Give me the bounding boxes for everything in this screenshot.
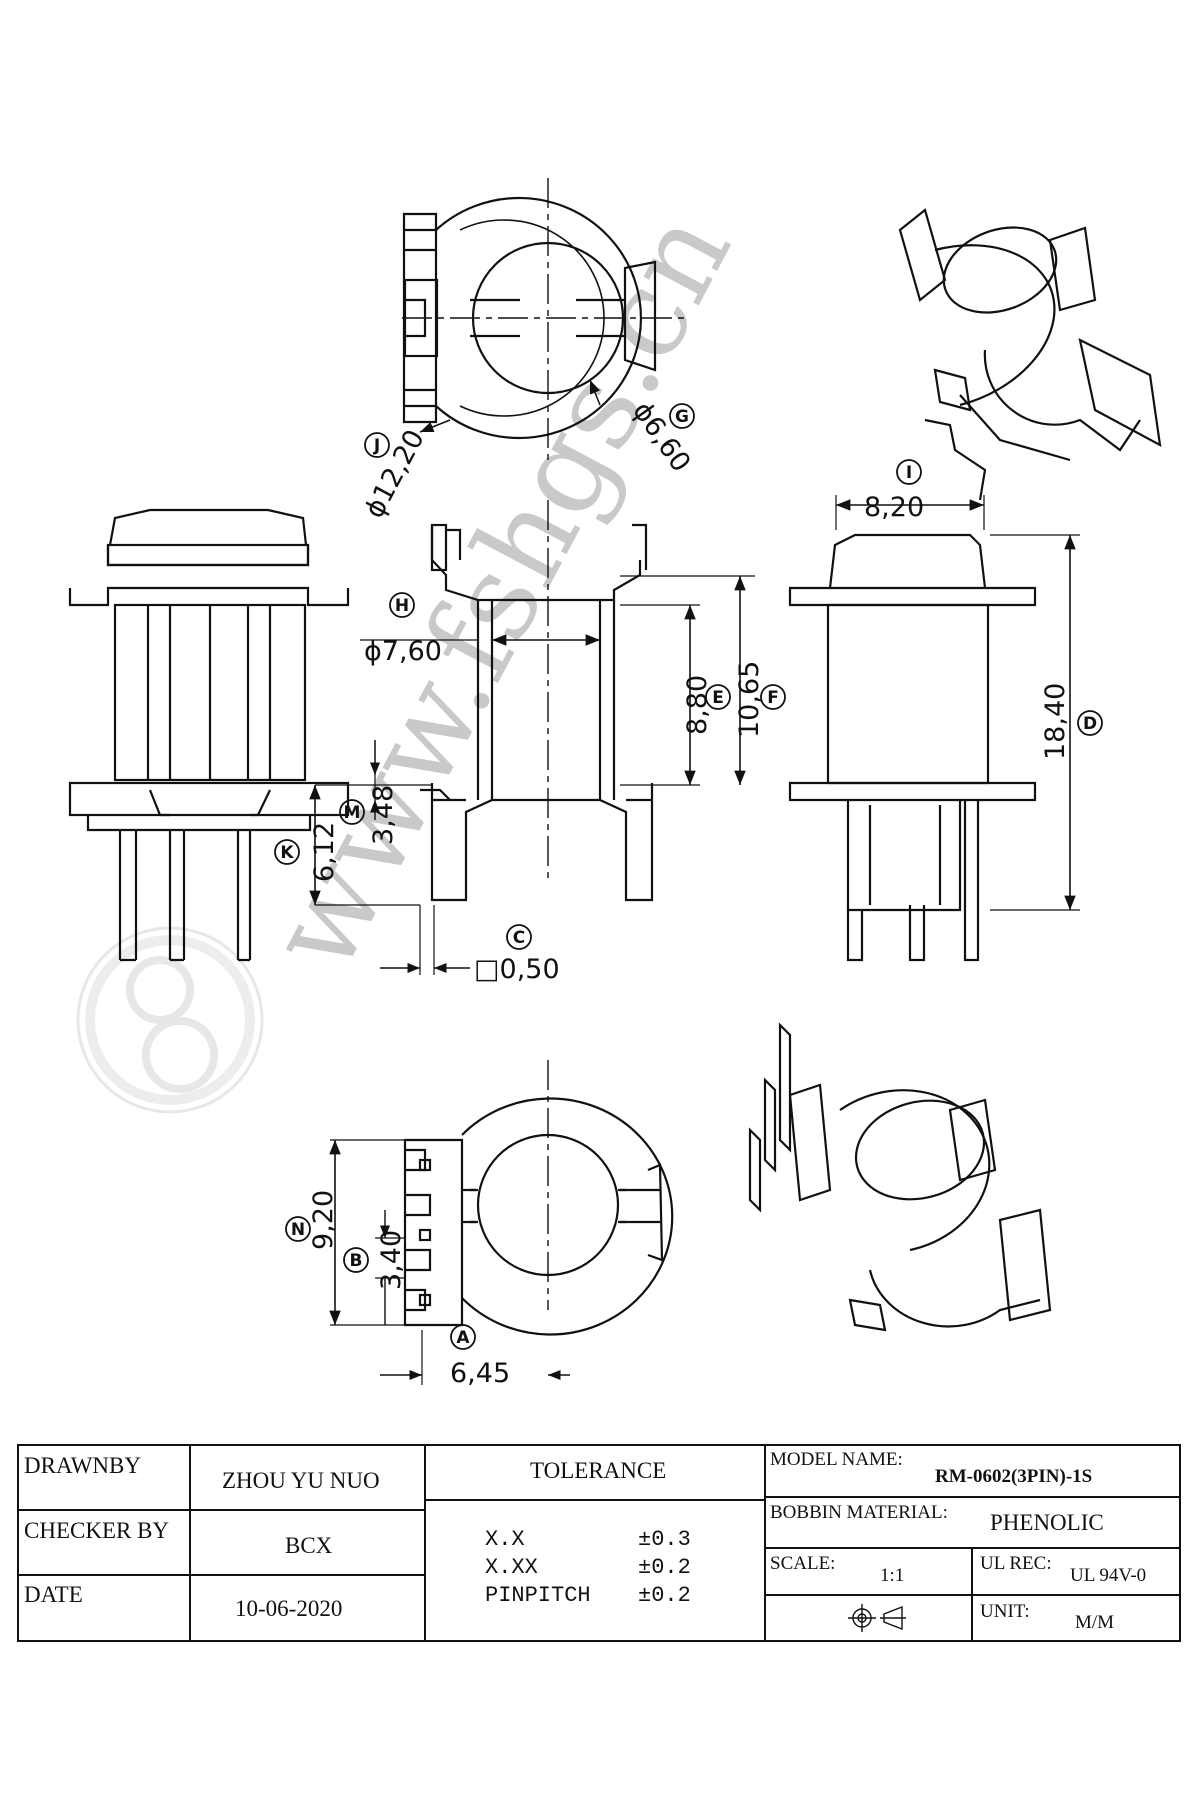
material-label: BOBBIN MATERIAL: bbox=[770, 1502, 948, 1523]
callout-letters: J G I H E F D M K C N B A bbox=[280, 407, 1097, 1348]
dim-b: 3,40 bbox=[376, 1230, 407, 1290]
tolerance-name-1: X.X bbox=[485, 1527, 525, 1552]
callout-f bbox=[760, 684, 786, 710]
callout-n bbox=[285, 1216, 311, 1242]
callout-k bbox=[274, 839, 300, 865]
callout-label-k: K bbox=[280, 843, 294, 863]
title-block-frame bbox=[17, 1444, 1181, 1642]
top-view bbox=[402, 178, 690, 460]
scale-value: 1:1 bbox=[880, 1565, 904, 1586]
callout-i bbox=[896, 459, 922, 485]
dim-d: 18,40 bbox=[1040, 683, 1071, 760]
checker-label: CHECKER BY bbox=[24, 1518, 169, 1543]
unit-value: M/M bbox=[1075, 1612, 1114, 1633]
ul-label: UL REC: bbox=[980, 1553, 1052, 1574]
isometric-view-top bbox=[898, 208, 1162, 501]
tolerance-title: TOLERANCE bbox=[530, 1458, 666, 1483]
date-label: DATE bbox=[24, 1582, 83, 1607]
dim-h: ϕ7,60 bbox=[364, 636, 442, 667]
title-block: DRAWNBY ZHOU YU NUO CHECKER BY BCX DATE … bbox=[24, 1449, 1146, 1633]
bottom-view bbox=[329, 1060, 674, 1385]
callout-label-g: G bbox=[675, 407, 689, 427]
callout-label-h: H bbox=[395, 596, 409, 616]
dim-m: 3,48 bbox=[368, 785, 399, 845]
callout-label-b: B bbox=[350, 1251, 363, 1271]
dim-f: 10,65 bbox=[734, 661, 765, 738]
projection-symbol-icon bbox=[848, 1604, 906, 1632]
callout-j bbox=[364, 432, 390, 458]
callout-label-d: D bbox=[1083, 714, 1097, 734]
tolerance-name-3: PINPITCH bbox=[485, 1583, 591, 1608]
model-value: RM-0602(3PIN)-1S bbox=[935, 1466, 1092, 1487]
date-value: 10-06-2020 bbox=[235, 1596, 342, 1621]
callout-label-n: N bbox=[291, 1220, 305, 1240]
callout-label-m: M bbox=[344, 803, 361, 823]
checker-value: BCX bbox=[285, 1533, 333, 1558]
callout-m bbox=[339, 799, 365, 825]
section-view bbox=[309, 500, 755, 975]
callout-markers bbox=[274, 403, 1103, 1350]
scale-label: SCALE: bbox=[770, 1553, 835, 1574]
callout-label-a: A bbox=[456, 1328, 470, 1348]
drawn-by-value: ZHOU YU NUO bbox=[222, 1468, 380, 1493]
callout-g bbox=[669, 403, 695, 429]
callout-label-c: C bbox=[513, 928, 525, 948]
callout-b bbox=[343, 1247, 369, 1273]
callout-c bbox=[506, 924, 532, 950]
callout-label-f: F bbox=[767, 688, 779, 708]
unit-label: UNIT: bbox=[980, 1601, 1030, 1622]
callout-a bbox=[450, 1324, 476, 1350]
material-value: PHENOLIC bbox=[990, 1510, 1104, 1535]
tolerance-value-2: ±0.2 bbox=[638, 1555, 691, 1580]
dim-n: 9,20 bbox=[308, 1190, 339, 1250]
ul-value: UL 94V-0 bbox=[1070, 1565, 1146, 1586]
tolerance-value-1: ±0.3 bbox=[638, 1527, 691, 1552]
tolerance-name-2: X.XX bbox=[485, 1555, 538, 1580]
tolerance-value-3: ±0.2 bbox=[638, 1583, 691, 1608]
dimension-labels: ϕ12,20 ϕ6,60 8,20 ϕ7,60 8,80 10,65 18,40… bbox=[308, 396, 1071, 1389]
callout-d bbox=[1077, 710, 1103, 736]
callout-label-e: E bbox=[712, 688, 724, 708]
isometric-view-bottom bbox=[748, 1022, 1052, 1332]
dim-i: 8,20 bbox=[864, 492, 924, 523]
dim-j: ϕ12,20 bbox=[359, 425, 431, 524]
callout-h bbox=[389, 592, 415, 618]
side-view-right bbox=[788, 495, 1080, 962]
callout-e bbox=[705, 684, 731, 710]
dim-k: 6,12 bbox=[309, 822, 340, 882]
callout-label-i: I bbox=[906, 463, 912, 483]
model-label: MODEL NAME: bbox=[770, 1449, 903, 1470]
callout-label-j: J bbox=[373, 436, 380, 456]
drawn-by-label: DRAWNBY bbox=[24, 1453, 141, 1478]
dim-c: □0,50 bbox=[474, 954, 560, 985]
dim-a: 6,45 bbox=[450, 1358, 510, 1389]
